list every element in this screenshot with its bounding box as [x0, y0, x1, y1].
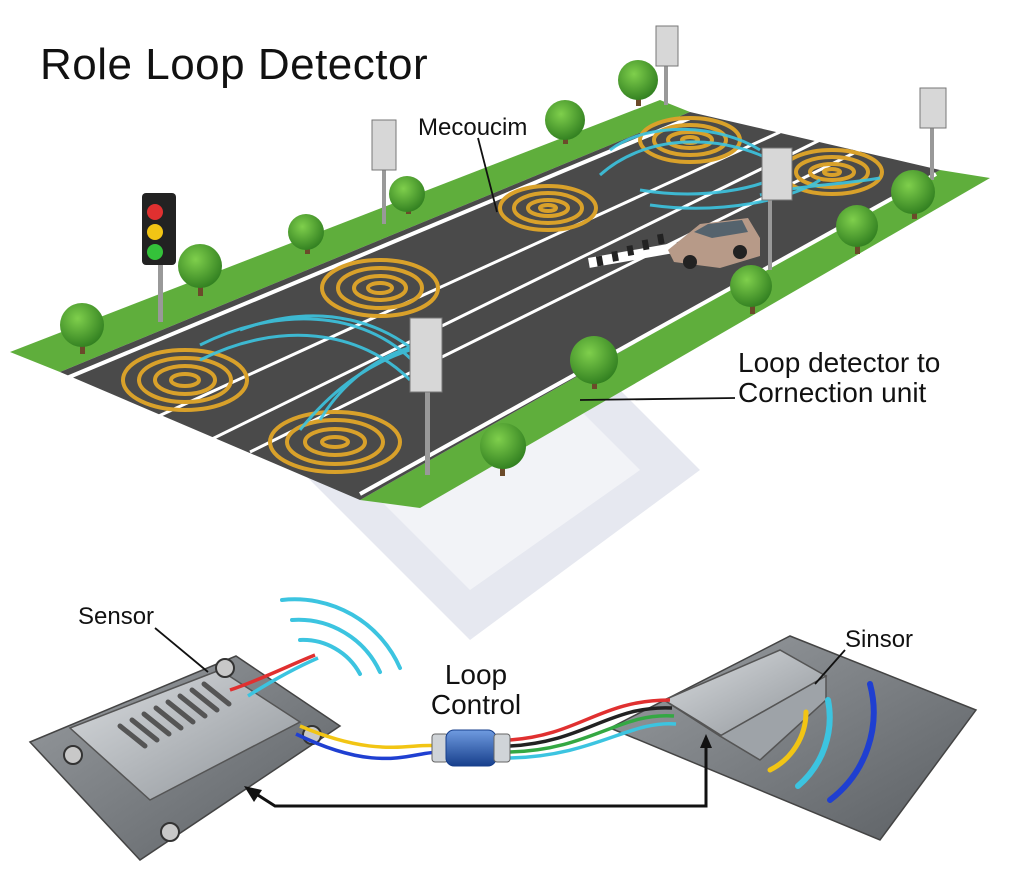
loop-control-label-line1: Loop	[444, 659, 508, 690]
tree-icon	[60, 303, 104, 354]
loop-coil	[121, 348, 249, 412]
page-title: Role Loop Detector	[40, 40, 429, 89]
sensor-right-assembly	[608, 635, 978, 841]
traffic-light-icon	[142, 193, 176, 322]
leader-line	[477, 137, 498, 213]
grass-near	[360, 170, 990, 508]
tree-icon	[389, 176, 425, 214]
tree-icon	[891, 170, 935, 219]
car-icon	[668, 218, 760, 269]
road-label: Mecoucim	[418, 114, 528, 141]
leader-line	[154, 627, 209, 673]
sensor-right-label: Sinsor	[845, 626, 914, 653]
loop-coil	[268, 410, 402, 474]
loop-coil	[320, 258, 440, 318]
sign-post-icon	[409, 317, 443, 475]
tree-icon	[730, 265, 772, 314]
tree-icon	[480, 423, 526, 476]
connector-icon	[431, 729, 511, 767]
barrier	[588, 233, 679, 268]
connection-label-line2: Cornection unit	[738, 377, 927, 408]
tree-icon	[545, 100, 585, 144]
connection-arrow	[244, 734, 712, 808]
sign-post-icon	[655, 25, 679, 105]
signal-waves	[280, 597, 402, 676]
wires	[229, 653, 677, 761]
road-scene	[10, 25, 990, 508]
leader-line	[814, 649, 846, 685]
loop-coil	[498, 184, 598, 232]
tree-icon	[618, 60, 658, 106]
rotation-waves	[767, 681, 877, 803]
tree-icon	[178, 244, 222, 296]
sign-post-icon	[919, 87, 947, 180]
connection-label-line1: Loop detector to	[738, 347, 941, 378]
tree-icon	[836, 205, 878, 254]
sensor-left-assembly	[28, 655, 342, 861]
sign-post-icon	[761, 147, 793, 270]
loop-control-label-line2: Control	[430, 689, 522, 720]
tree-icon	[288, 214, 324, 254]
tree-icon	[570, 336, 618, 389]
road-surface	[60, 112, 940, 500]
sensor-left-label: Sensor	[78, 603, 155, 630]
sign-post-icon	[371, 119, 397, 224]
leader-line	[579, 397, 736, 401]
grass-far	[10, 100, 690, 372]
